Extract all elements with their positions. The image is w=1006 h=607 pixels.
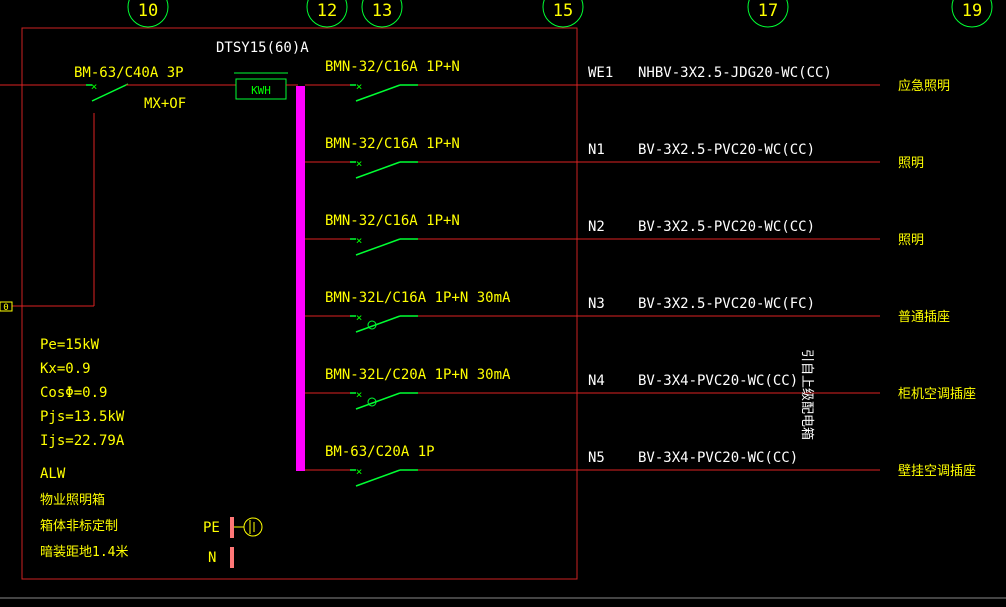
breaker-cross-icon: × [356,234,363,247]
circuit-n5: × BM-63/C20A 1P N5 BV-3X4-PVC20-WC(CC) 壁挂空调插… [305,444,976,487]
box-info-line: 物业照明箱 [40,492,105,508]
grid-axis-bubbles: 10 12 13 15 17 19 [127,0,993,28]
box-info-line: 暗装距地1.4米 [40,545,128,560]
rcd-circle-icon [367,397,377,407]
grid-axis-bubble [127,0,169,28]
cable-spec: BV-3X4-PVC20-WC(CC) [638,373,798,389]
circuit-n3: × BMN-32L/C16A 1P+N 30mA N3 BV-3X2.5-PVC20-… [305,290,950,333]
grid-axis-label: 15 [553,1,573,21]
grid-axis-label: 12 [317,1,337,21]
circuit-id: N3 [588,296,605,312]
n-terminal-label: N [208,550,216,566]
circuit-we1: × BMN-32/C16A 1P+N WE1 NHBV-3X2.5-JDG20-WC(… [305,59,950,102]
breaker-cross-icon: × [356,388,363,401]
load-description: 柜机空调插座 [898,387,976,402]
grid-axis-label: 13 [372,1,392,21]
grid-axis-bubble [306,0,348,28]
grid-axis-label: 17 [758,1,778,21]
meter-model: DTSY15(60)A [216,40,309,56]
busbar [296,86,305,471]
distribution-box-frame [21,27,578,580]
parameter-line: Kx=0.9 [40,361,91,377]
circuit-id: N5 [588,450,605,466]
breaker-cross-icon: × [356,465,363,478]
parameter-line: Pe=15kW [40,337,100,353]
breaker-model: BMN-32/C16A 1P+N [325,136,460,152]
circuit-id: WE1 [588,65,613,81]
breaker-contact [355,315,401,333]
grid-axis-bubble [951,0,993,28]
feed-tag-text: 0 [3,303,8,313]
pe-terminal-label: PE [203,520,220,536]
load-description: 照明 [898,156,924,171]
breaker-contact [355,84,401,102]
rcd-circle-icon [367,320,377,330]
n-bar [230,547,234,568]
circuit-id: N4 [588,373,605,389]
parameter-line: CosΦ=0.9 [40,385,107,401]
breaker-contact [355,238,401,256]
breaker-model: BMN-32L/C20A 1P+N 30mA [325,367,511,383]
energy-meter: DTSY15(60)A KWH [216,40,309,100]
parameter-line: Ijs=22.79A [40,433,125,449]
earth-symbol-icon [243,517,263,537]
meter-label: KWH [251,84,271,97]
circuit-id: N1 [588,142,605,158]
parameter-line: Pjs=13.5kW [40,409,125,425]
breaker-cross-icon: × [356,80,363,93]
circuit-id: N2 [588,219,605,235]
load-description: 普通插座 [898,310,950,325]
vertical-side-note: 引自上级配电箱 [799,349,815,440]
breaker-cross-icon: × [356,311,363,324]
outgoing-circuits: × BMN-32/C16A 1P+N WE1 NHBV-3X2.5-JDG20-WC(… [305,59,976,487]
breaker-model: BMN-32L/C16A 1P+N 30mA [325,290,511,306]
grid-axis-bubble [542,0,584,28]
load-description: 应急照明 [898,78,950,94]
breaker-cross-icon: × [356,157,363,170]
breaker-model: BMN-32/C16A 1P+N [325,59,460,75]
main-breaker-accessory: MX+OF [144,96,186,112]
meter-box [235,78,287,100]
cable-spec: NHBV-3X2.5-JDG20-WC(CC) [638,65,832,81]
pe-bar [230,517,234,538]
cable-spec: BV-3X2.5-PVC20-WC(FC) [638,296,815,312]
breaker-model: BMN-32/C16A 1P+N [325,213,460,229]
cable-spec: BV-3X2.5-PVC20-WC(CC) [638,219,815,235]
load-description: 壁挂空调插座 [898,464,976,479]
circuit-n4: × BMN-32L/C20A 1P+N 30mA N4 BV-3X4-PVC20-WC… [305,367,976,410]
breaker-contact [355,469,401,487]
main-breaker-model: BM-63/C40A 3P [74,65,184,81]
circuit-n2: × BMN-32/C16A 1P+N N2 BV-3X2.5-PVC20-WC(CC)… [305,213,924,256]
circuit-n1: × BMN-32/C16A 1P+N N1 BV-3X2.5-PVC20-WC(CC)… [305,136,924,179]
cable-spec: BV-3X2.5-PVC20-WC(CC) [638,142,815,158]
incoming-feeder: × 0 BM-63/C40A 3P MX+OF [0,65,236,313]
load-description: 照明 [898,233,924,248]
main-breaker-cross: × [91,80,98,93]
feed-tag-box [0,301,13,312]
box-info-line: 箱体非标定制 [40,518,118,534]
terminals: PE N [203,517,263,568]
grid-axis-label: 10 [138,1,158,21]
main-breaker-contact [91,83,129,102]
grid-axis-bubble [361,0,403,28]
box-info-line: ALW [40,466,66,482]
breaker-contact [355,392,401,410]
grid-axis-label: 19 [962,1,982,21]
breaker-model: BM-63/C20A 1P [325,444,435,460]
grid-axis-bubble [747,0,789,28]
cable-spec: BV-3X4-PVC20-WC(CC) [638,450,798,466]
breaker-contact [355,161,401,179]
